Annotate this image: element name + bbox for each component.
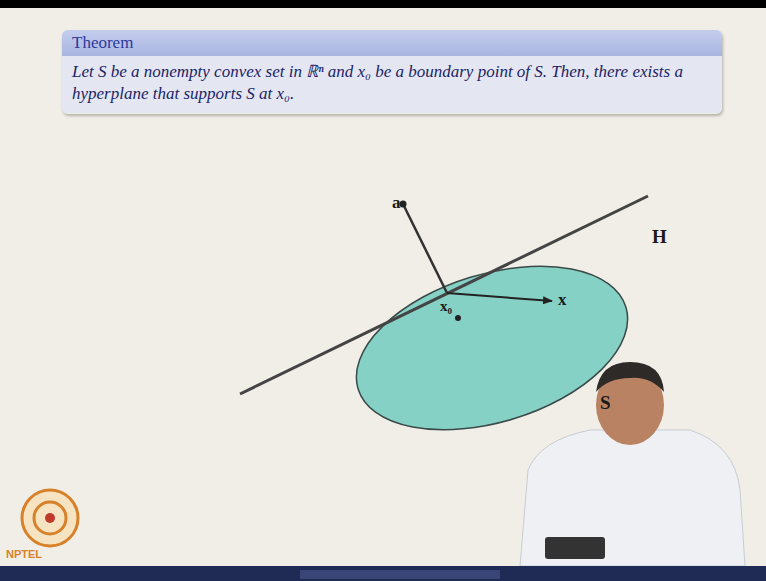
hyperplane-line <box>240 196 648 394</box>
footer-bar <box>0 566 766 581</box>
vector-label: x <box>558 290 567 310</box>
hyperplane-label: H <box>652 226 667 248</box>
theorem-box: TheoremLet S be a nonempty convex set in… <box>62 30 722 114</box>
presenter <box>520 362 745 566</box>
box-body: Let S be a nonempty convex set in ℝⁿ and… <box>62 56 722 113</box>
convex-set <box>336 236 647 459</box>
vector-arrow <box>447 293 552 301</box>
normal-vector <box>404 206 447 293</box>
point-dot <box>455 315 461 321</box>
logo-text: NPTEL <box>6 548 42 560</box>
point-dot <box>400 201 407 208</box>
logo <box>22 490 78 546</box>
point-label: x₀ <box>440 298 452 315</box>
set-label: S <box>600 392 611 414</box>
box-heading: Theorem <box>62 30 722 56</box>
vector-label: a <box>392 193 401 213</box>
footer-strip <box>300 570 500 579</box>
